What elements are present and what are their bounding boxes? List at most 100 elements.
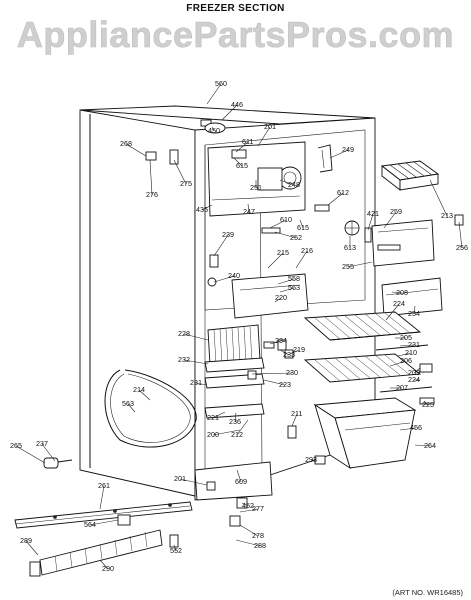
- part-number-label: 206: [400, 356, 412, 365]
- part-number-label: 563: [122, 399, 134, 408]
- part-number-label: 209: [408, 368, 420, 377]
- part-number-label: 248: [288, 180, 300, 189]
- part-number-label: 452: [242, 501, 254, 510]
- part-number-label: 249: [342, 145, 354, 154]
- callout-256: 256: [456, 221, 468, 252]
- leader-line: [413, 367, 421, 374]
- part-number-label: 288: [254, 541, 266, 550]
- leader-line: [213, 234, 229, 257]
- part-number-label: 200: [207, 430, 219, 439]
- leader-line: [423, 400, 429, 406]
- part-number-label: 293: [305, 455, 317, 464]
- callout-276: 276: [146, 159, 158, 199]
- part-number-label: 265: [10, 441, 22, 450]
- leader-line: [125, 143, 147, 157]
- part-number-label: 213: [441, 211, 453, 220]
- part-number-label: 615: [236, 161, 248, 170]
- leader-line: [391, 291, 403, 294]
- fan-613: [344, 220, 360, 236]
- part-number-label: 612: [337, 188, 349, 197]
- part-number-label: 264: [424, 441, 436, 450]
- part-number-label: 210: [405, 348, 417, 357]
- leader-line: [257, 126, 271, 147]
- part-number-label: 275: [180, 179, 192, 188]
- leader-line: [236, 419, 249, 436]
- callout-230: 230: [251, 368, 298, 377]
- callout-278: 278: [239, 524, 264, 540]
- callout-208: 208: [391, 288, 408, 297]
- leader-line: [347, 261, 373, 268]
- leader-line: [329, 149, 349, 159]
- callout-563: 563: [279, 283, 300, 293]
- leader-line: [295, 250, 308, 269]
- page-title: FREEZER SECTION: [186, 3, 285, 14]
- callout-251: 251: [250, 180, 262, 192]
- leader-line: [179, 478, 208, 486]
- part-number-label: 234: [275, 336, 287, 345]
- duct-cover: [231, 273, 309, 319]
- callout-611: 611: [235, 137, 253, 153]
- leader-line: [236, 469, 242, 483]
- part-number-label: 239: [222, 230, 234, 239]
- part-number-label: 214: [133, 385, 145, 394]
- leader-line: [183, 333, 209, 341]
- leader-line: [414, 444, 431, 447]
- callout-275: 275: [173, 159, 192, 188]
- callout-223: 223: [263, 379, 291, 389]
- leader-line: [201, 204, 213, 211]
- leader-line: [235, 141, 249, 153]
- part-number-label: 224: [393, 299, 405, 308]
- callout-249: 249: [329, 145, 354, 159]
- callout-224: 224: [408, 375, 420, 384]
- leader-line: [195, 382, 208, 386]
- part-number-label: 251: [250, 183, 262, 192]
- leader-line: [274, 297, 282, 303]
- callout-609: 609: [235, 469, 247, 486]
- part-number-label: 236: [229, 417, 241, 426]
- callout-613: 613: [344, 236, 356, 252]
- callout-254: 254: [408, 305, 420, 318]
- callout-214: 214: [133, 385, 151, 401]
- callout-248: 248: [279, 179, 300, 189]
- part-number-label: 256: [456, 243, 468, 252]
- callout-264: 264: [414, 441, 436, 450]
- callout-220: 220: [274, 293, 287, 303]
- part-number-label: 240: [228, 271, 240, 280]
- drain-tube: [104, 369, 197, 448]
- callout-209: 209: [408, 367, 421, 377]
- part-number-label: 247: [243, 207, 255, 216]
- part-number-label: 228: [178, 329, 190, 338]
- wire-shelf-lower: [303, 353, 422, 383]
- leader-line: [235, 539, 261, 547]
- leader-line: [263, 379, 286, 386]
- leader-line: [367, 213, 374, 231]
- leader-line: [251, 372, 293, 375]
- part-number-label: 611: [242, 137, 253, 146]
- callout-452: 452: [241, 501, 254, 510]
- callout-255: 255: [342, 261, 373, 271]
- leader-line: [149, 159, 153, 196]
- leader-line: [25, 540, 39, 556]
- part-number-label: 268: [120, 139, 132, 148]
- callout-232: 232: [178, 355, 209, 365]
- part-number-label: 232: [178, 355, 190, 364]
- shelf-cover-259: [371, 219, 435, 267]
- leader-line: [211, 126, 215, 132]
- part-number-label: 220: [275, 293, 287, 302]
- part-number-label: 205: [400, 333, 412, 342]
- part-number-label: 255: [342, 262, 354, 271]
- part-number-label: 230: [286, 368, 298, 377]
- callout-421: 421: [367, 209, 379, 231]
- ice-tray: [380, 160, 440, 191]
- leader-line: [458, 221, 463, 249]
- callout-237: 237: [36, 439, 56, 462]
- callout-456: 456: [399, 423, 422, 432]
- part-number-label: 233: [283, 350, 295, 359]
- part-number-label: 237: [36, 439, 48, 448]
- part-number-label: 207: [396, 383, 408, 392]
- callout-236: 236: [229, 412, 241, 426]
- callout-234: 234: [269, 336, 287, 345]
